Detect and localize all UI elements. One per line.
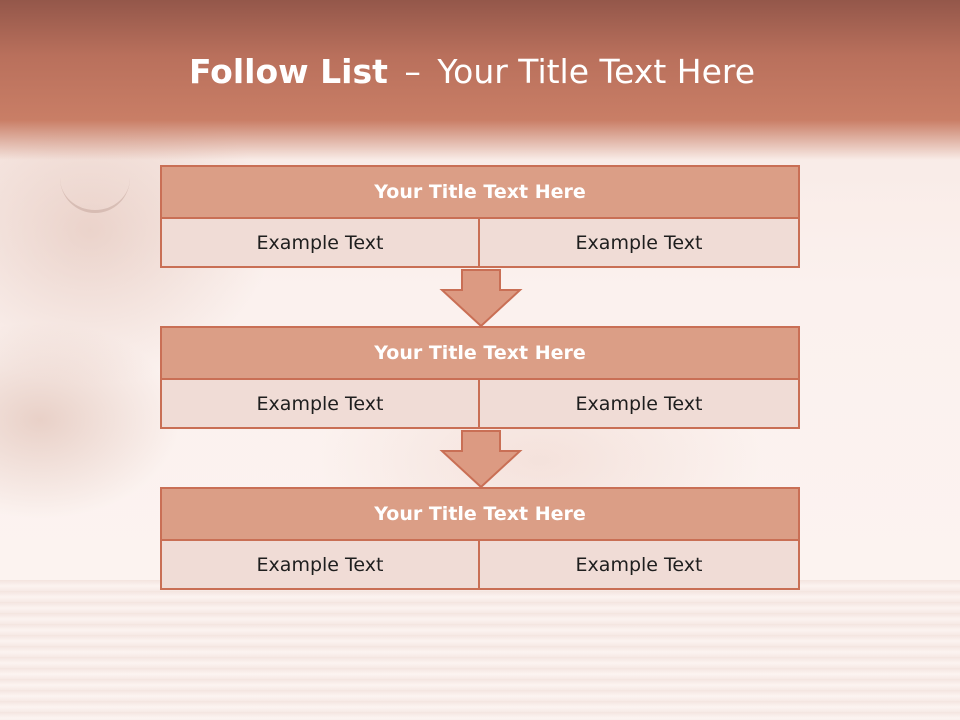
step-cell-left: Example Text [160,380,480,429]
step-title: Your Title Text Here [160,165,800,219]
background-water [0,580,960,720]
step-row: Example Text Example Text [160,219,800,268]
step-box-2: Your Title Text Here Example Text Exampl… [160,326,800,429]
title-bold: Follow List [188,52,388,91]
step-cell-right: Example Text [480,541,800,590]
step-cell-left: Example Text [160,219,480,268]
step-cell-left: Example Text [160,541,480,590]
step-box-3: Your Title Text Here Example Text Exampl… [160,487,800,590]
step-cell-right: Example Text [480,380,800,429]
step-cell-right: Example Text [480,219,800,268]
page-title: Follow List – Your Title Text Here [0,52,944,91]
down-arrow-icon [439,269,523,328]
step-title: Your Title Text Here [160,326,800,380]
step-row: Example Text Example Text [160,380,800,429]
title-dash: – [404,52,421,91]
step-box-1: Your Title Text Here Example Text Exampl… [160,165,800,268]
title-rest: Your Title Text Here [437,52,756,91]
down-arrow-icon [439,430,523,489]
background-face [60,150,130,213]
step-title: Your Title Text Here [160,487,800,541]
step-row: Example Text Example Text [160,541,800,590]
header-band [0,0,960,160]
